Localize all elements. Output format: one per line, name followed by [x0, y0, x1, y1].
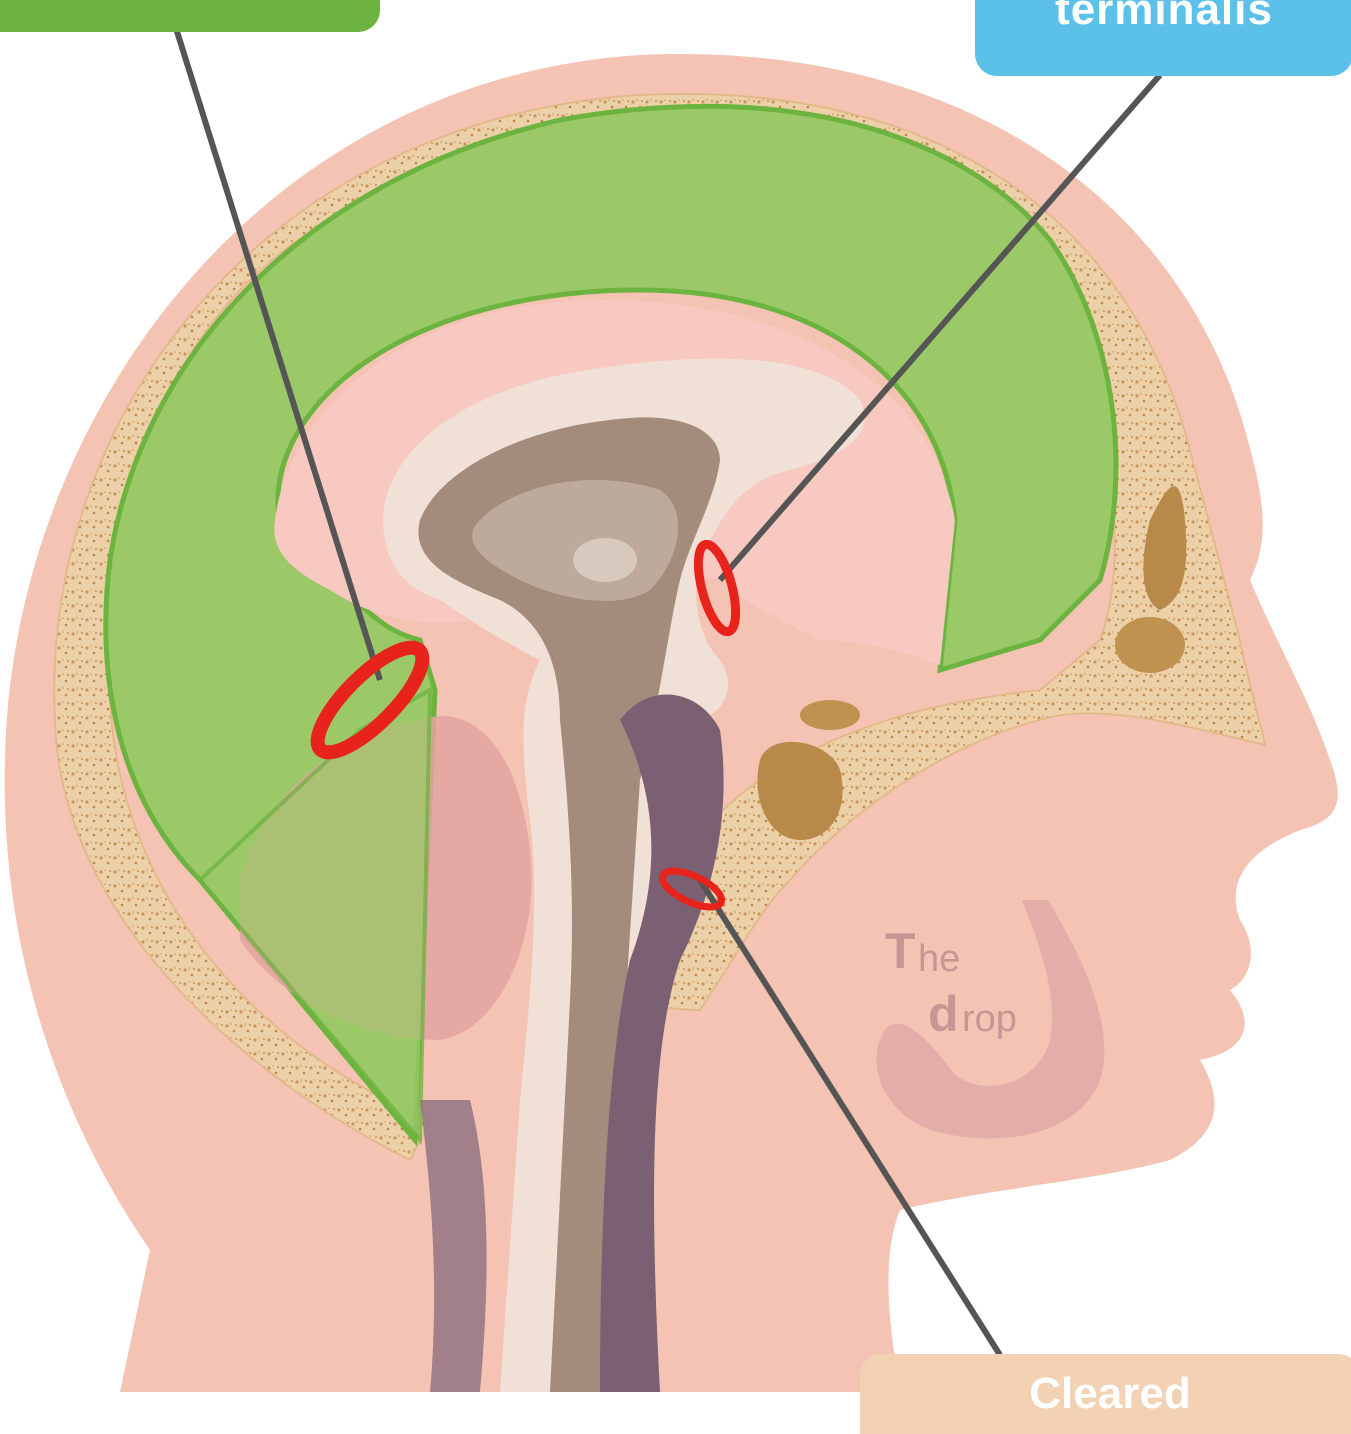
label-box-bottom: Cleared: [860, 1354, 1351, 1434]
ethmoid-sinus: [1115, 617, 1185, 673]
watermark-rop: rop: [962, 998, 1017, 1041]
head-sagittal-section: [0, 0, 1351, 1392]
sphenoid-sinus-upper: [800, 700, 860, 730]
label-box-right: terminalis: [975, 0, 1351, 76]
watermark-initial-d: d: [928, 985, 959, 1043]
the-drop-watermark: T he d rop: [870, 900, 1110, 1140]
label-bottom-text: Cleared: [1029, 1372, 1190, 1416]
watermark-initial-t: T: [885, 922, 916, 980]
label-box-left: [0, 0, 380, 32]
anatomy-diagram: terminalis Cleared T he d rop: [0, 0, 1351, 1392]
label-right-text: terminalis: [1055, 0, 1273, 32]
watermark-he: he: [918, 938, 960, 981]
